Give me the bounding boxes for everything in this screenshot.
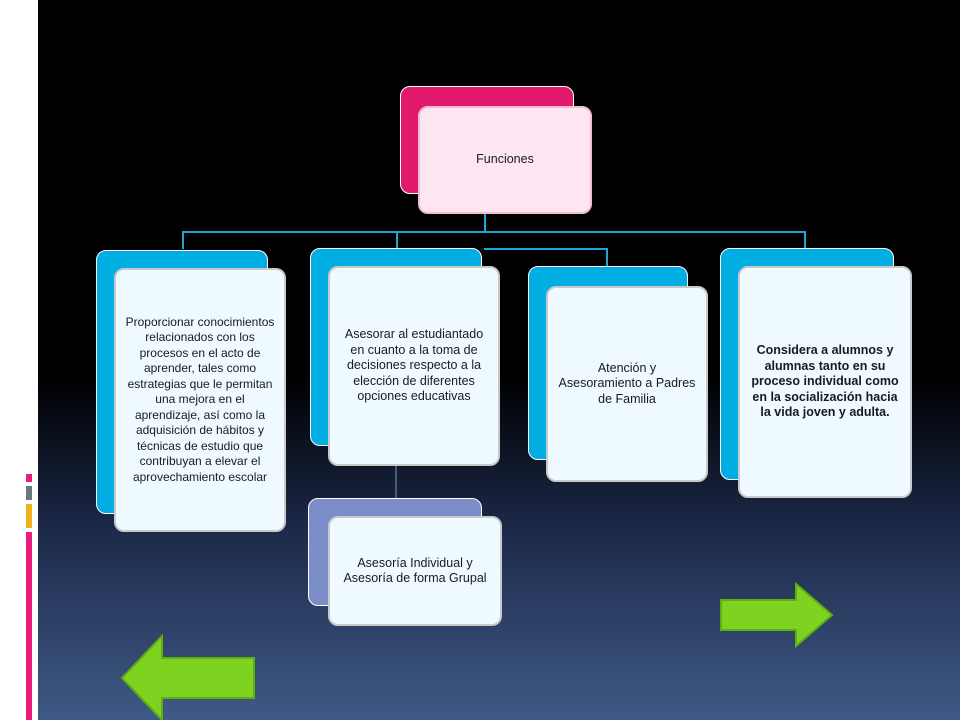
sub-node: Asesoría Individual y Asesoría de forma …: [328, 516, 502, 626]
arrow-right-icon[interactable]: [720, 582, 834, 648]
sub-node-label: Asesoría Individual y Asesoría de forma …: [343, 555, 487, 586]
child-2-node: Asesorar al estudiantado en cuanto a la …: [328, 266, 500, 466]
child-1-node: Proporcionar conocimientos relacionados …: [114, 268, 286, 532]
connector-horizontal: [182, 231, 806, 233]
connector-to-child-2: [396, 231, 398, 249]
child-3-node: Atención y Asesoramiento a Padres de Fam…: [546, 286, 708, 482]
child-4-label: Considera a alumnos y alumnas tanto en s…: [751, 343, 899, 420]
connector-to-child-3: [606, 248, 608, 266]
child-3-label: Atención y Asesoramiento a Padres de Fam…: [558, 360, 696, 406]
connector-to-child-1: [182, 231, 184, 249]
child-2-label: Asesorar al estudiantado en cuanto a la …: [344, 327, 484, 404]
connector-to-sub: [395, 440, 397, 498]
decor-bar-gray: [26, 486, 32, 500]
arrow-left-icon[interactable]: [120, 634, 256, 720]
decor-line-1: [18, 32, 21, 118]
root-node: Funciones: [418, 106, 592, 214]
decor-bar-yellow: [26, 504, 32, 528]
root-node-label: Funciones: [476, 152, 534, 167]
child-1-label: Proporcionar conocimientos relacionados …: [125, 314, 275, 484]
decor-line-2: [24, 20, 27, 118]
decor-bar-pink-1: [26, 474, 32, 482]
child-4-node: Considera a alumnos y alumnas tanto en s…: [738, 266, 912, 498]
connector-root-down: [484, 196, 486, 232]
connector-horizontal-2: [484, 248, 608, 250]
connector-to-child-4: [804, 231, 806, 249]
decor-line-3: [30, 20, 33, 118]
slide: Funciones Proporcionar conocimientos rel…: [38, 0, 960, 720]
decor-bar-pink-2: [26, 532, 32, 720]
